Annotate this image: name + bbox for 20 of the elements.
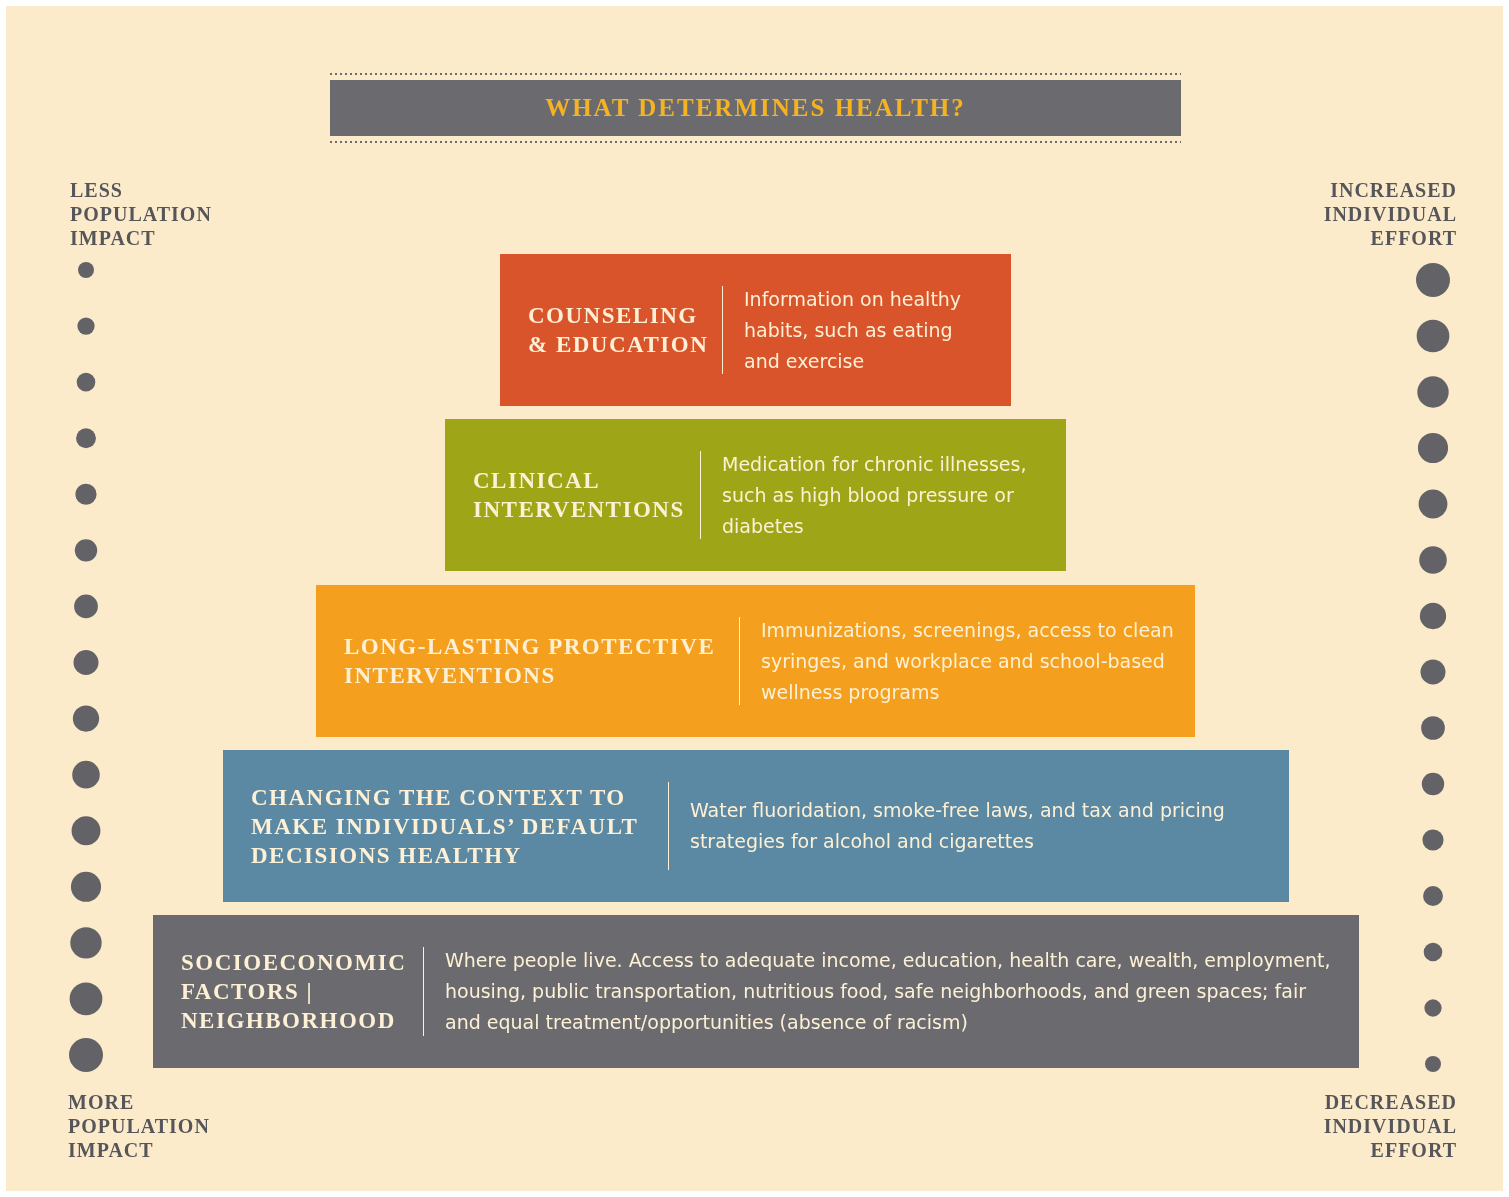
tier-description: Information on healthy habits, such as eating and exercise: [744, 286, 963, 374]
pyramid-tier: [316, 585, 1195, 737]
tier-heading: SOCIOECONOMIC FACTORS | NEIGHBORHOOD: [181, 949, 408, 1035]
tier-heading: CLINICAL INTERVENTIONS: [473, 467, 686, 524]
title-banner: WHAT DETERMINES HEALTH?: [330, 80, 1181, 136]
axis-label: INCREASED INDIVIDUAL EFFORT: [1322, 178, 1457, 250]
tier-heading: COUNSELING & EDUCATION: [528, 302, 710, 359]
tier-description: Immunizations, screenings, access to clean syringes, and workplace and school-based wellness programs: [761, 617, 1175, 705]
tier-heading: LONG-LASTING PROTECTIVE INTERVENTIONS: [344, 633, 717, 690]
axis-label: DECREASED INDIVIDUAL EFFORT: [1322, 1090, 1457, 1162]
tier-description: Where people live. Access to adequate income, education, health care, wealth, employment, housing, public transportation, nutritious food, safe neighborhoods, and green spaces; fair and equal treatment/opportunities (absence of racism): [445, 948, 1332, 1035]
pyramid-tier: [153, 915, 1359, 1068]
pyramid-tier: [500, 254, 1011, 406]
tier-heading: CHANGING THE CONTEXT TO MAKE INDIVIDUALS’ DEFAULT DECISIONS HEALTHY: [251, 783, 639, 870]
tier-description: Water fluoridation, smoke-free laws, and tax and pricing strategies for alcohol and cigarettes: [690, 798, 1226, 854]
tier-description: Medication for chronic illnesses, such as high blood pressure or diabetes: [722, 451, 1028, 539]
axis-label: LESS POPULATION IMPACT: [70, 178, 213, 250]
pyramid-tier: [445, 419, 1066, 571]
axis-label: MORE POPULATION IMPACT: [68, 1090, 211, 1162]
pyramid-tier: [223, 750, 1289, 902]
